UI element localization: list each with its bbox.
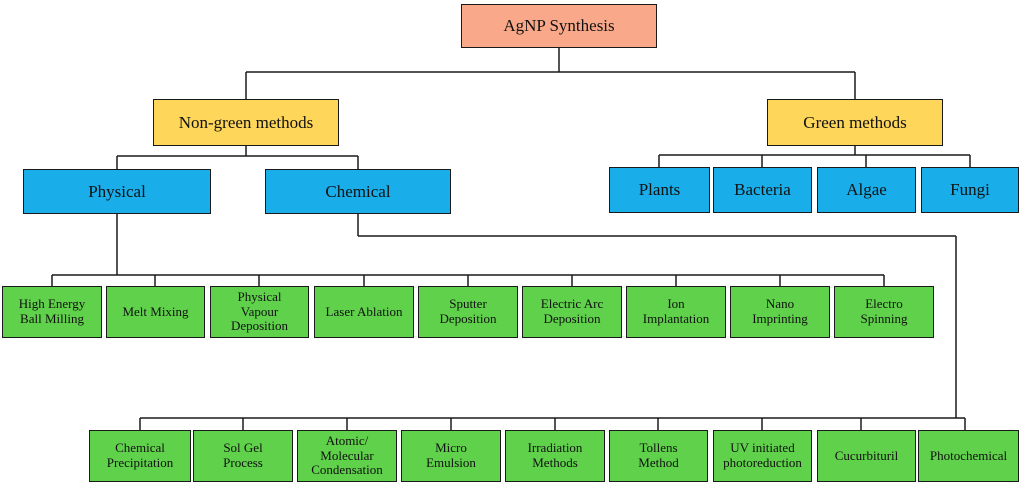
- chemical-method-node: Cucurbituril: [817, 430, 916, 482]
- chemical-method-node: Photochemical: [918, 430, 1019, 482]
- physical-method-node: Nano Imprinting: [730, 286, 830, 338]
- physical-method-node: Ion Implantation: [626, 286, 726, 338]
- physical-method-node: Melt Mixing: [106, 286, 205, 338]
- physical-method-node: Sputter Deposition: [418, 286, 518, 338]
- non-green-methods-node: Non-green methods: [153, 99, 339, 146]
- physical-node: Physical: [23, 169, 211, 214]
- chemical-method-node: Sol Gel Process: [193, 430, 293, 482]
- chemical-node: Chemical: [265, 169, 451, 214]
- chemical-method-node: Irradiation Methods: [505, 430, 605, 482]
- chemical-method-node: UV initiated photoreduction: [713, 430, 812, 482]
- physical-method-node: Laser Ablation: [314, 286, 414, 338]
- root-node: AgNP Synthesis: [461, 4, 657, 48]
- physical-method-node: Physical Vapour Deposition: [210, 286, 309, 338]
- green-item-fungi: Fungi: [921, 167, 1019, 213]
- physical-method-node: Electric Arc Deposition: [522, 286, 622, 338]
- physical-method-node: High Energy Ball Milling: [2, 286, 102, 338]
- green-methods-node: Green methods: [767, 99, 943, 146]
- green-item-bacteria: Bacteria: [713, 167, 812, 213]
- chemical-method-node: Tollens Method: [609, 430, 708, 482]
- physical-method-node: Electro Spinning: [834, 286, 934, 338]
- chemical-method-node: Atomic/ Molecular Condensation: [297, 430, 397, 482]
- chemical-method-node: Chemical Precipitation: [89, 430, 191, 482]
- chemical-method-node: Micro Emulsion: [401, 430, 501, 482]
- green-item-algae: Algae: [817, 167, 916, 213]
- green-item-plants: Plants: [609, 167, 710, 213]
